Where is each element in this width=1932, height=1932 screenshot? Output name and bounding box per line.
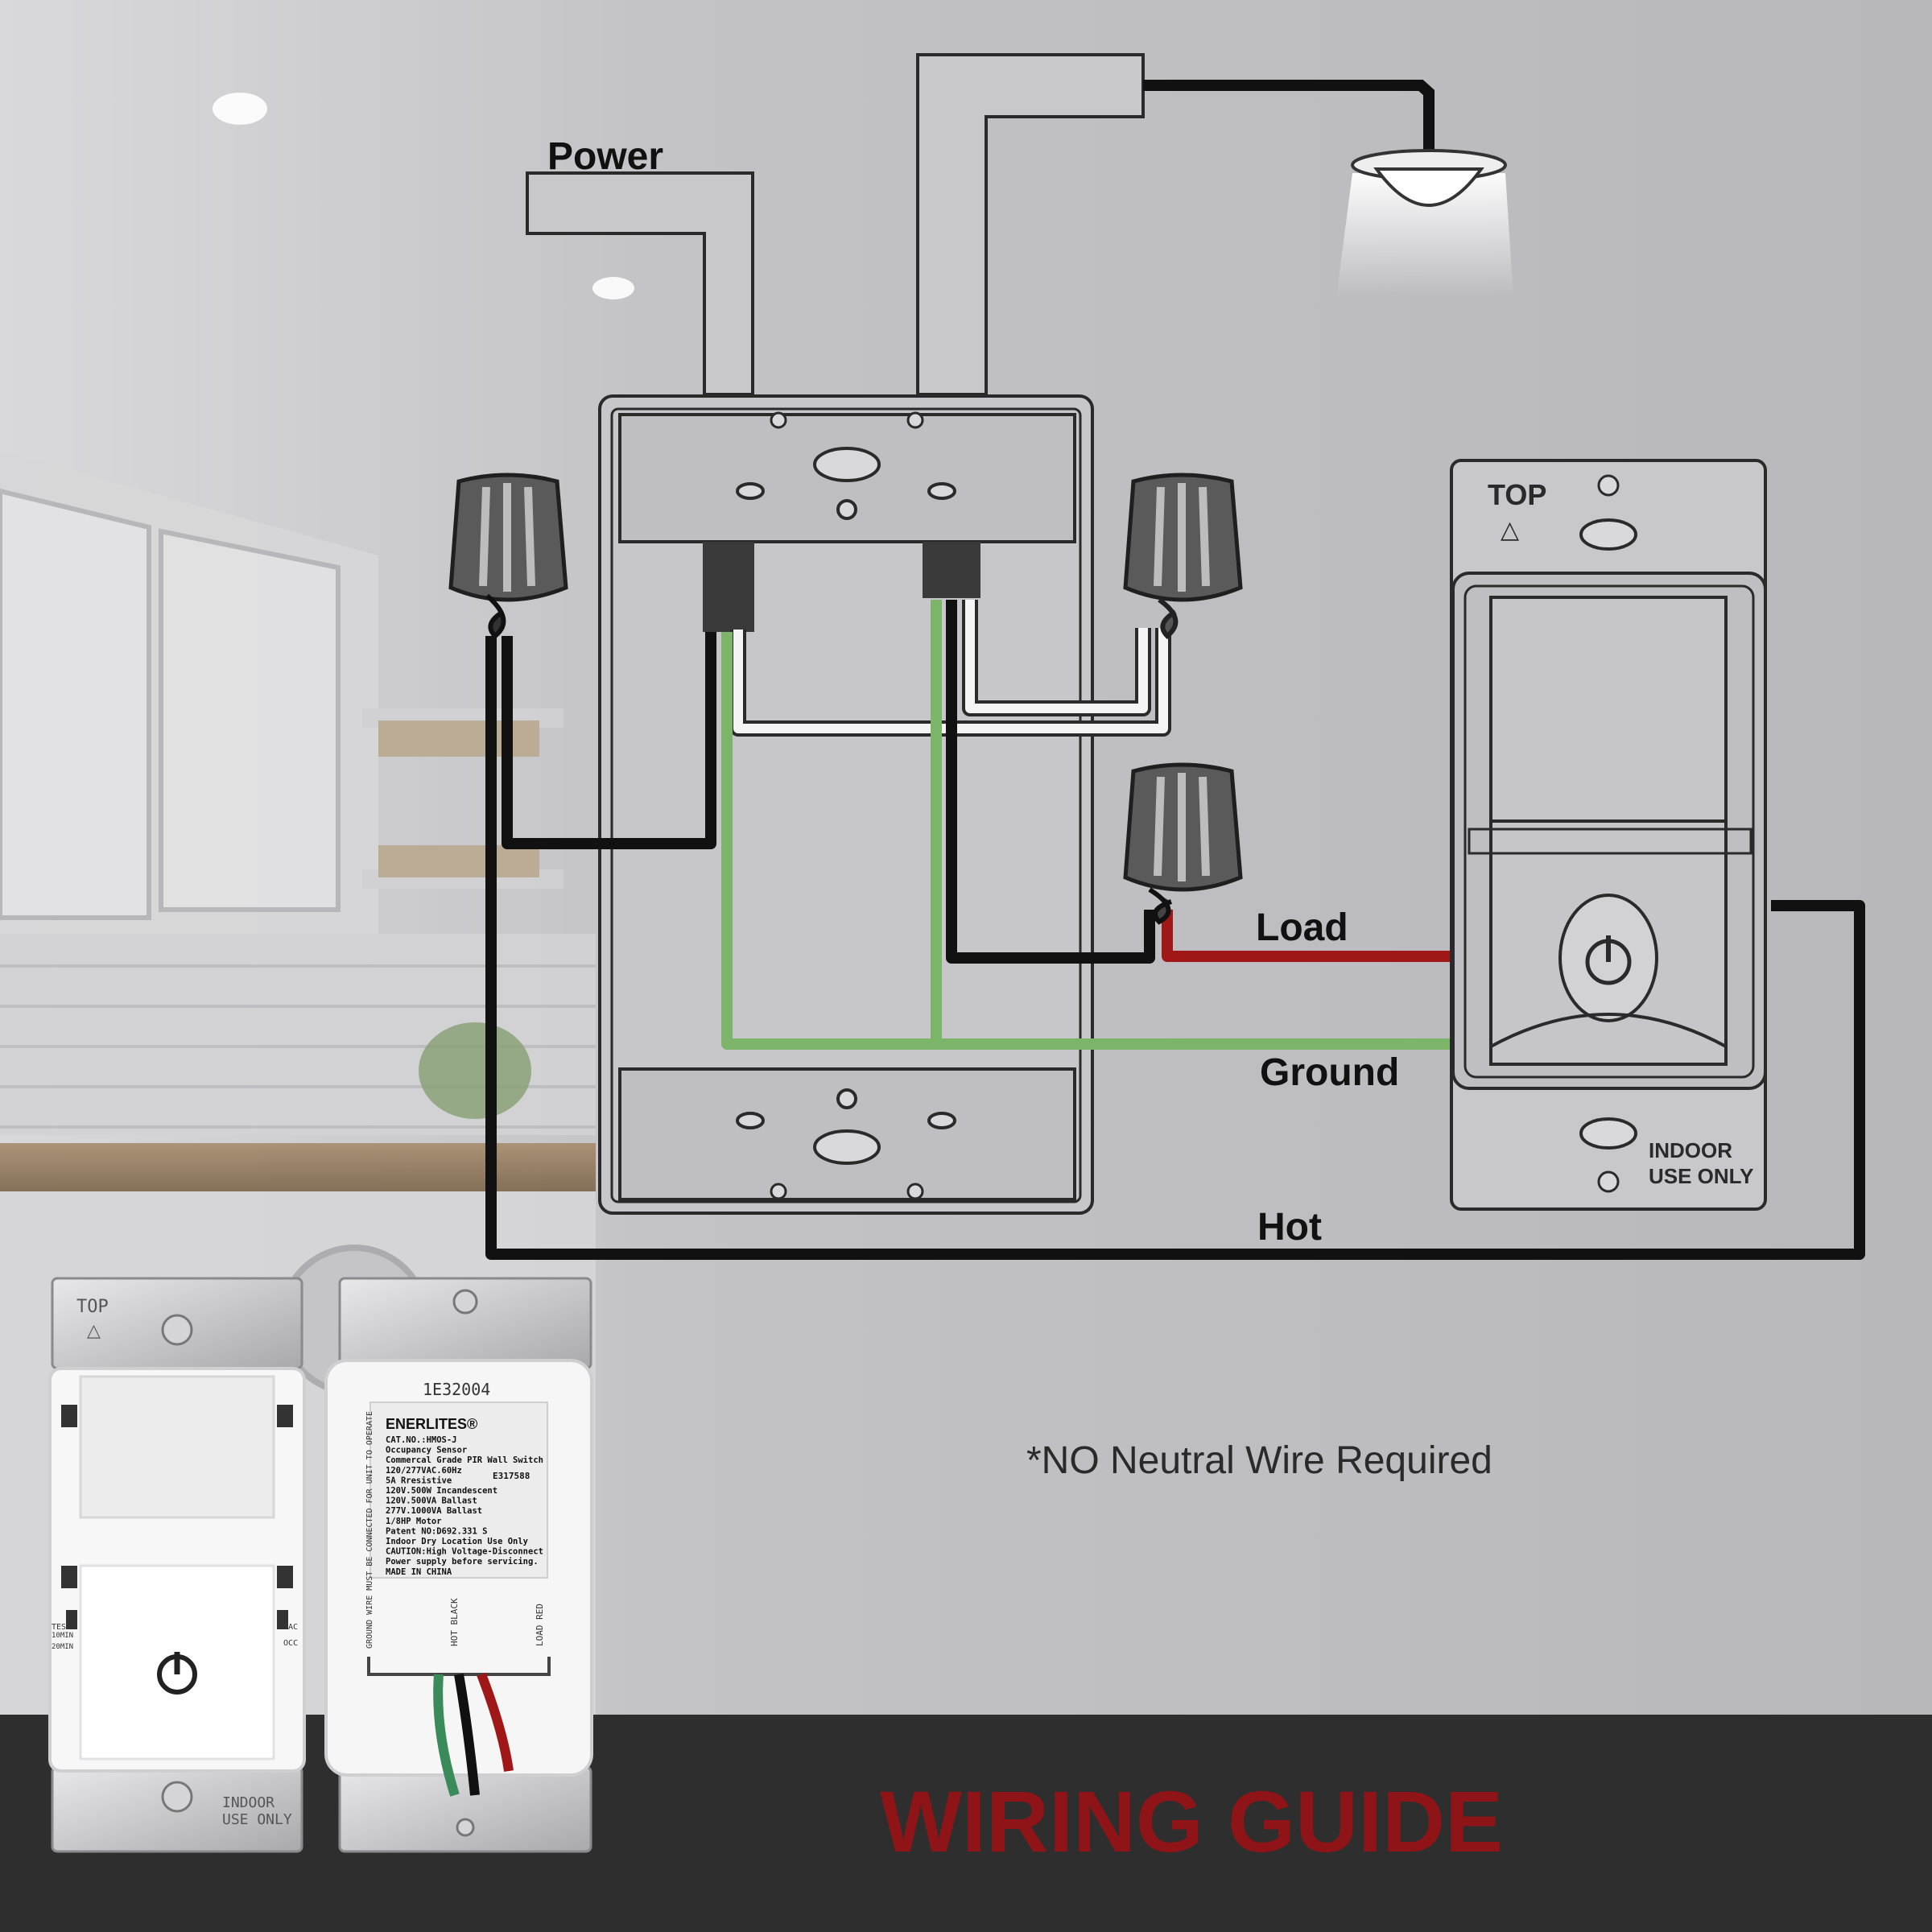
- back-serial: 1E32004: [423, 1380, 490, 1399]
- product-back: 1E32004 ENERLITES® E317588 CAT.NO.:HMOS-…: [324, 1277, 593, 1853]
- back-spec-line: 277V.1000VA Ballast: [386, 1506, 482, 1516]
- sensor-window: [79, 1375, 275, 1519]
- front-10min-label: 10MIN: [52, 1632, 73, 1640]
- back-load-lead: [477, 1672, 514, 1772]
- wire-nut-load: [1123, 762, 1243, 925]
- basket-1: [378, 720, 539, 757]
- back-cert: E317588: [493, 1471, 530, 1481]
- back-spec-label: [369, 1402, 548, 1579]
- wire-nut-power: [448, 473, 568, 640]
- back-ground-text: GROUND WIRE MUST BE CONNECTED FOR UNIT T…: [365, 1411, 374, 1649]
- front-occ-label: OCC: [283, 1639, 298, 1648]
- back-brand: ENERLITES®: [386, 1416, 477, 1432]
- back-spec-line: 5A Rresistive: [386, 1476, 452, 1485]
- load-red-wire: [1162, 910, 1453, 962]
- back-hot-text: HOT BLACK: [449, 1598, 460, 1646]
- light-feed-wire: [1143, 80, 1435, 153]
- switch-indoor-label: INDOOR: [1649, 1138, 1732, 1162]
- ceiling-light-fixture: [1336, 149, 1513, 298]
- basket-2: [378, 845, 539, 877]
- wire-nut-neutral: [1123, 473, 1243, 640]
- power-cable-sheath: [703, 542, 754, 632]
- front-20min-label: 20MIN: [52, 1643, 73, 1651]
- neutral-note: *NO Neutral Wire Required: [1026, 1439, 1492, 1482]
- back-spec-line: Patent NO:D692.331 S: [386, 1526, 487, 1536]
- back-spec-line: MADE IN CHINA: [386, 1567, 452, 1577]
- ceiling-light-1: [213, 93, 267, 125]
- switch-use-only-label: USE ONLY: [1649, 1164, 1754, 1188]
- back-spec-line: Occupancy Sensor: [386, 1446, 467, 1455]
- ceiling-light-2: [592, 277, 634, 299]
- front-top-screw: [161, 1314, 193, 1346]
- bottom-banner: [0, 1715, 1932, 1932]
- product-front: TOP △ TEST 10MIN 20MIN VAC OCC INDOOR US…: [48, 1277, 306, 1853]
- ground-label: Ground: [1260, 1051, 1399, 1094]
- switch-top-arrow: △: [1501, 517, 1519, 543]
- hot-wire: [485, 636, 1865, 1260]
- front-vac-label: VAC: [283, 1623, 298, 1632]
- test-slider[interactable]: [66, 1610, 77, 1629]
- front-bottom-screw: [161, 1781, 193, 1813]
- wires: [485, 600, 1865, 1260]
- back-hot-lead: [454, 1673, 480, 1796]
- load-cable-sheath: [923, 542, 980, 598]
- electrical-box: [598, 394, 1094, 1215]
- back-spec-line: 120/277VAC.60Hz: [386, 1466, 462, 1476]
- hot-label: Hot: [1257, 1206, 1322, 1249]
- cabinet-door-left: [0, 488, 151, 920]
- back-ground-lead: [433, 1674, 460, 1797]
- back-spec-line: 120V.500VA Ballast: [386, 1496, 477, 1506]
- front-top-label: TOP: [76, 1297, 109, 1317]
- back-bottom-strap: [338, 1765, 592, 1853]
- plant: [419, 1022, 531, 1119]
- back-spec-line: Indoor Dry Location Use Only: [386, 1537, 529, 1546]
- power-hot-wire: [502, 632, 716, 849]
- switch-diagram: TOP △ INDOOR USE ONLY: [1450, 459, 1767, 1211]
- front-use-only-label: USE ONLY: [222, 1811, 292, 1828]
- switch-top-label: TOP: [1488, 478, 1546, 511]
- back-spec-line: CAT.NO.:HMOS-J: [386, 1435, 457, 1445]
- load-label: Load: [1256, 906, 1348, 949]
- mode-slider[interactable]: [277, 1610, 288, 1629]
- ground-wire: [721, 632, 1453, 1050]
- front-test-label: TEST: [52, 1623, 71, 1632]
- back-load-text: LOAD RED: [535, 1604, 545, 1646]
- back-spec-line: Power supply before servicing.: [386, 1557, 539, 1567]
- back-spec-line: CAUTION:High Voltage-Disconnect: [386, 1547, 543, 1557]
- wiring-guide-title: WIRING GUIDE: [880, 1773, 1503, 1870]
- back-spec-line: 1/8HP Motor: [386, 1517, 442, 1526]
- power-label: Power: [547, 135, 663, 178]
- back-spec-line: 120V.500W Incandescent: [386, 1486, 497, 1496]
- back-spec-line: Commercal Grade PIR Wall Switch: [386, 1455, 543, 1465]
- neutral-wire-load: [965, 600, 1148, 713]
- load-black-wire: [946, 600, 1155, 964]
- countertop: [0, 1143, 596, 1191]
- front-top-arrow: △: [87, 1320, 101, 1340]
- front-indoor-label: INDOOR: [222, 1794, 275, 1811]
- cabinet-door-right: [159, 528, 341, 912]
